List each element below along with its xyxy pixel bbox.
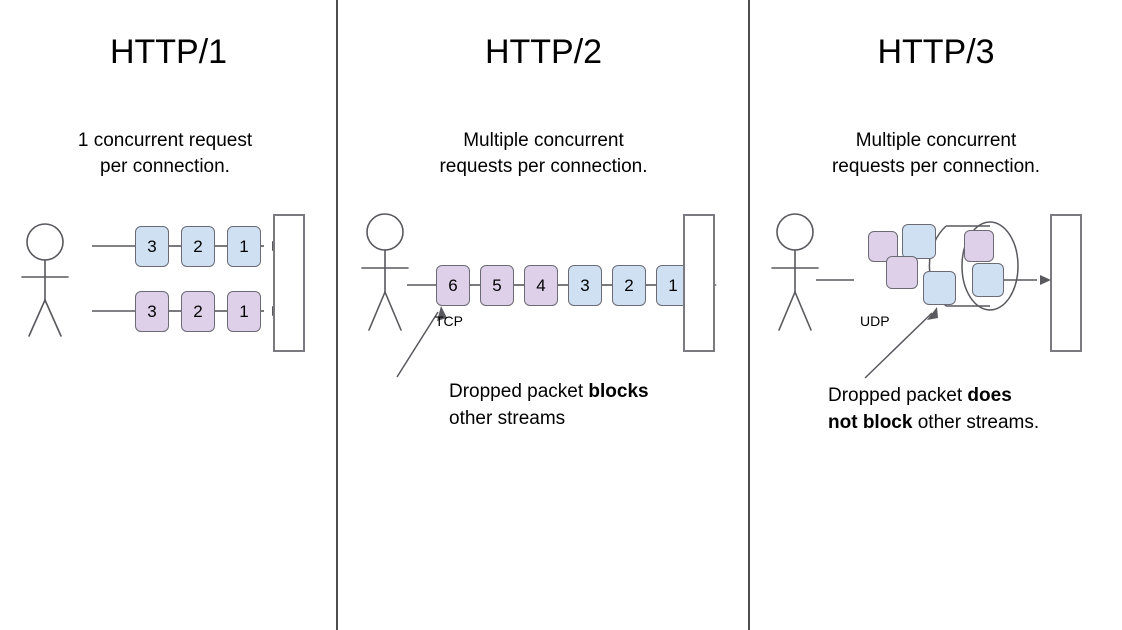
udp-packet-5-dropped[interactable] [923, 271, 956, 305]
panel-http3-annotation-line1: Dropped packet does [828, 382, 1118, 409]
annotation-bold-1: blocks [588, 381, 649, 402]
panel-http2-annotation-line1: Dropped packet blocks [449, 378, 749, 405]
packet-5[interactable]: 5 [480, 265, 514, 306]
annotation-bold-1: does [967, 385, 1012, 406]
packet-2[interactable]: 2 [612, 265, 646, 306]
panel-http3-annotation: Dropped packet does not block other stre… [828, 382, 1118, 436]
server-http1[interactable] [273, 214, 305, 352]
packet-3[interactable]: 3 [568, 265, 602, 306]
annotation-plain-2: other streams [449, 408, 566, 429]
panel-http2-annotation-line2: other streams [449, 405, 749, 432]
panel-http3-subtitle: Multiple concurrent requests per connect… [750, 128, 1122, 180]
panel-http1-subtitle: 1 concurrent request per connection. [0, 128, 330, 180]
packet-purple-1[interactable]: 1 [227, 291, 261, 332]
client-head-icon [26, 223, 64, 261]
panel-http2-subtitle-line1: Multiple concurrent [463, 130, 624, 151]
panel-http2-title: HTTP/2 [484, 33, 603, 71]
packet-purple-2[interactable]: 2 [181, 291, 215, 332]
annotation-plain-2: other streams. [912, 412, 1040, 433]
panel-divider-1 [336, 0, 338, 630]
client-head-icon [776, 213, 814, 251]
udp-packet-4[interactable] [964, 230, 994, 262]
panel-http1: HTTP/1 1 concurrent request per connecti… [0, 0, 337, 630]
packet-4[interactable]: 4 [524, 265, 558, 306]
panel-http2: HTTP/2 Multiple concurrent requests per … [338, 0, 749, 630]
panel-http2-subtitle-line2: requests per connection. [439, 156, 648, 177]
panel-http2-annotation: Dropped packet blocks other streams [449, 378, 749, 432]
callout-arrow-line [396, 311, 439, 378]
panel-http3: HTTP/3 Multiple concurrent requests per … [750, 0, 1122, 630]
udp-packet-2[interactable] [902, 224, 936, 259]
server-http2[interactable] [683, 214, 715, 352]
udp-packet-6[interactable] [972, 263, 1004, 297]
panel-http3-annotation-line2: not block other streams. [828, 409, 1118, 436]
annotation-plain-1: Dropped packet [449, 381, 589, 402]
packet-blue-3[interactable]: 3 [135, 226, 169, 267]
transport-label-udp: UDP [860, 313, 890, 329]
panel-http2-subtitle: Multiple concurrent requests per connect… [338, 128, 749, 180]
packet-purple-3[interactable]: 3 [135, 291, 169, 332]
callout-arrowhead-icon [927, 307, 938, 320]
client-head-icon [366, 213, 404, 251]
annotation-plain-1: Dropped packet [828, 385, 968, 406]
panel-http1-title: HTTP/1 [109, 33, 228, 71]
packet-blue-1[interactable]: 1 [227, 226, 261, 267]
panel-http1-subtitle-line1: 1 concurrent request [77, 130, 253, 151]
annotation-bold-2: not block [828, 412, 913, 433]
packet-blue-2[interactable]: 2 [181, 226, 215, 267]
packet-6[interactable]: 6 [436, 265, 470, 306]
panel-http3-title: HTTP/3 [877, 33, 995, 71]
panel-http3-subtitle-line2: requests per connection. [831, 156, 1041, 177]
panel-http3-subtitle-line1: Multiple concurrent [855, 130, 1017, 151]
server-http3[interactable] [1050, 214, 1082, 352]
panel-divider-2 [748, 0, 750, 630]
panel-http1-subtitle-line2: per connection. [100, 156, 230, 177]
udp-packet-3[interactable] [886, 256, 918, 289]
stream-arrowhead-icon [1026, 275, 1051, 285]
transport-label-tcp: TCP [435, 313, 463, 329]
